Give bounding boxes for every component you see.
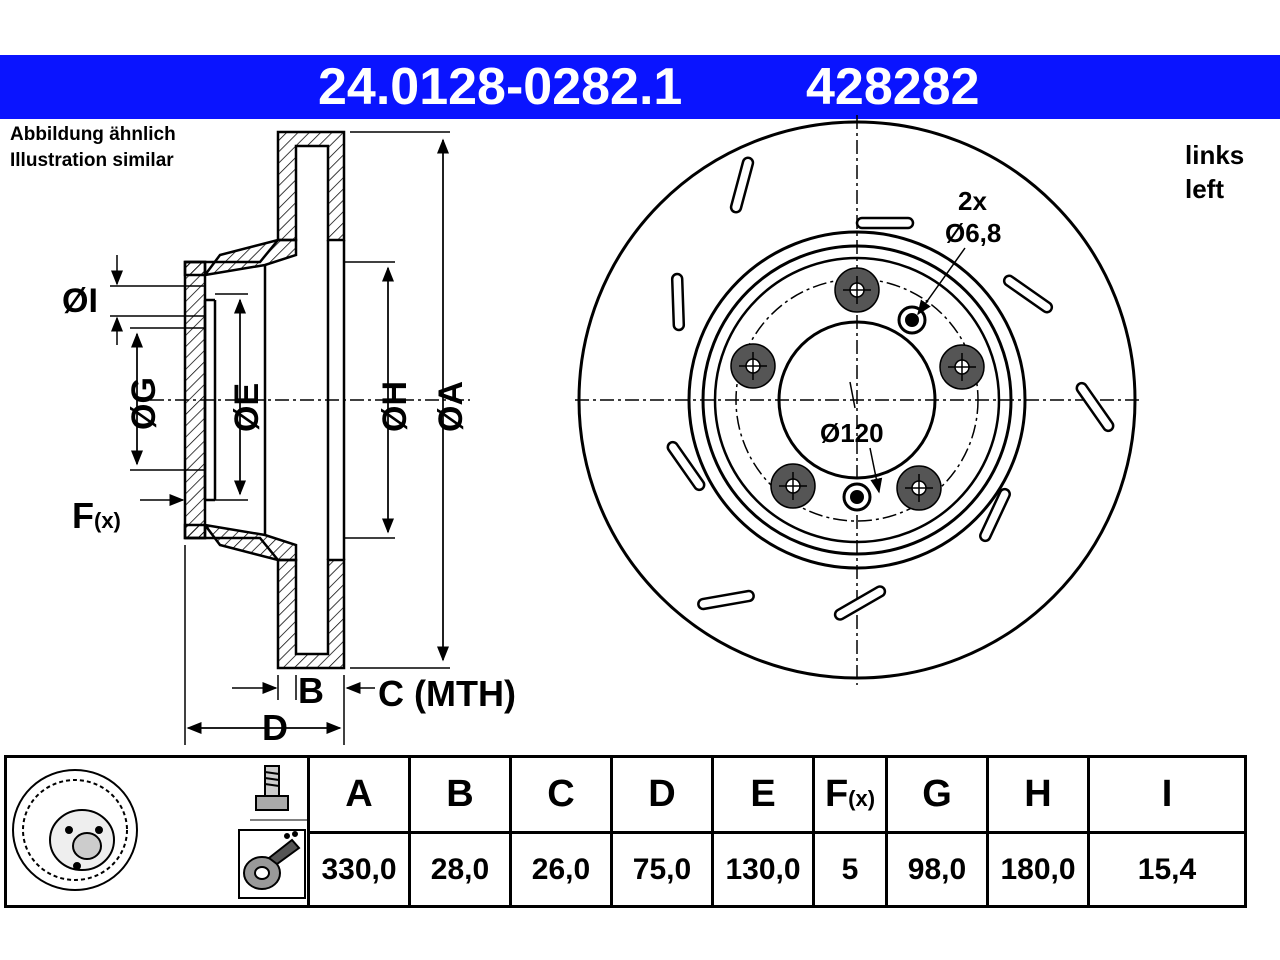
torque-icon xyxy=(238,829,306,899)
spec-value-E: 130,0 xyxy=(711,831,815,908)
illustration-note-en: Illustration similar xyxy=(10,150,174,171)
label-F-sub: (x) xyxy=(94,508,121,533)
label-dia-G: ØG xyxy=(125,377,163,430)
label-F-main: F xyxy=(72,495,94,536)
header-bar: 24.0128-0282.1 428282 xyxy=(0,55,1280,119)
spec-header-F-main: F xyxy=(824,773,849,815)
label-dia-I: ØI xyxy=(62,282,98,320)
wheel-bolt-holes xyxy=(730,267,985,511)
bolt-icon xyxy=(250,765,307,821)
ring-lower xyxy=(276,558,346,670)
label-holes-count: 2x xyxy=(958,186,987,216)
front-view xyxy=(575,115,1140,685)
spec-value-A: 330,0 xyxy=(307,831,411,908)
spec-value-row: 330,0 28,0 26,0 75,0 130,0 5 98,0 180,0 … xyxy=(6,831,1247,908)
spec-header-H: H xyxy=(986,755,1090,834)
spec-header-E: E xyxy=(711,755,815,834)
illustration-note-de: Abbildung ähnlich xyxy=(10,124,176,145)
ring-upper xyxy=(276,130,346,242)
spec-table: A B C D E F(x) G H I 330,0 28,0 26,0 75,… xyxy=(4,755,1247,908)
section-view xyxy=(183,130,346,670)
label-pcd: Ø120 xyxy=(820,418,884,448)
label-holes-dia: Ø6,8 xyxy=(945,218,1001,248)
technical-drawing: ØI ØG ØE ØH ØA F(x) B C (MTH) D xyxy=(62,115,1140,748)
spec-value-B: 28,0 xyxy=(408,831,512,908)
spec-icons xyxy=(12,765,307,899)
spec-value-I: 15,4 xyxy=(1087,831,1247,908)
section-dimensions xyxy=(110,131,450,745)
part-number: 24.0128-0282.1 xyxy=(318,58,683,116)
spec-header-F-sub: (x) xyxy=(848,786,876,811)
illustration-note: Abbildung ähnlich Illustration similar xyxy=(10,122,176,174)
side-note-en: left xyxy=(1185,174,1224,204)
label-D: D xyxy=(262,707,288,748)
spec-value-D: 75,0 xyxy=(610,831,714,908)
spec-header-G: G xyxy=(885,755,989,834)
spec-image-cell xyxy=(4,755,310,908)
label-dia-E: ØE xyxy=(228,383,266,432)
spec-header-C: C xyxy=(509,755,613,834)
label-F: F(x) xyxy=(72,495,121,536)
brake-disc-icon xyxy=(12,769,138,891)
spec-header-B: B xyxy=(408,755,512,834)
spec-header-D: D xyxy=(610,755,714,834)
spec-value-F: 5 xyxy=(812,831,888,908)
spec-header-I: I xyxy=(1087,755,1247,834)
label-dia-H: ØH xyxy=(376,381,414,432)
front-leaders xyxy=(849,247,966,494)
label-B: B xyxy=(298,670,324,711)
side-note: links left xyxy=(1185,138,1244,206)
label-C: C (MTH) xyxy=(378,673,516,714)
spec-value-H: 180,0 xyxy=(986,831,1090,908)
label-dia-A: ØA xyxy=(432,381,470,432)
article-number: 428282 xyxy=(806,58,980,116)
spec-header-A: A xyxy=(307,755,411,834)
spec-value-C: 26,0 xyxy=(509,831,613,908)
slots xyxy=(666,156,1115,621)
spec-header-row: A B C D E F(x) G H I xyxy=(4,755,1247,908)
spec-header-F: F(x) xyxy=(812,755,888,834)
side-note-de: links xyxy=(1185,140,1245,170)
spec-value-G: 98,0 xyxy=(885,831,989,908)
